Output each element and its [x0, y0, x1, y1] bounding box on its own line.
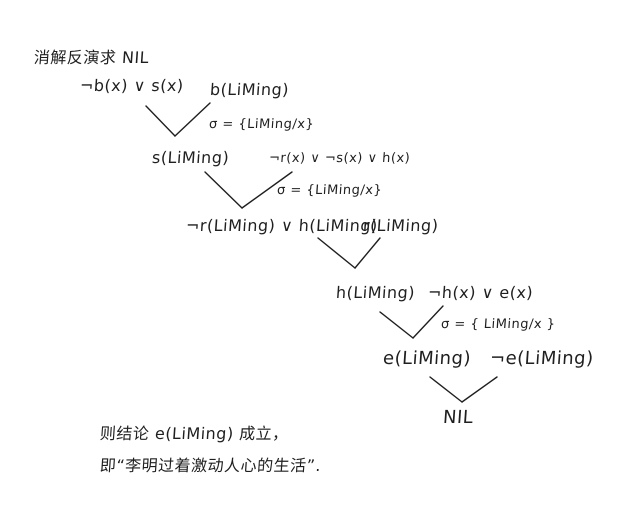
edge-c10-nil: [461, 376, 498, 403]
substitution-1: σ = {LiMing/x}: [208, 117, 315, 132]
nil-node: NIL: [442, 407, 475, 428]
clause-c5: ¬r(LiMing) ∨ h(LiMing): [185, 216, 379, 235]
edge-c9-nil: [429, 376, 463, 403]
edge-c1-c3: [145, 105, 176, 137]
substitution-2: σ = {LiMing/x}: [276, 183, 383, 198]
diagram-title: 消解反演求 NIL: [33, 48, 150, 67]
conclusion-line-1: 则结论 e(LiMing) 成立，: [99, 424, 290, 443]
conclusion-line-2: 即“李明过着激动人心的生活”.: [99, 456, 322, 475]
clause-c8: ¬h(x) ∨ e(x): [427, 283, 534, 302]
substitution-3: σ = { LiMing/x }: [440, 317, 556, 332]
clause-c10: ¬e(LiMing): [489, 348, 595, 369]
clause-c4: ¬r(x) ∨ ¬s(x) ∨ h(x): [268, 151, 411, 166]
edge-c8-c9: [412, 305, 444, 339]
edge-c3-c5: [204, 171, 243, 209]
clause-c1: ¬b(x) ∨ s(x): [79, 76, 185, 95]
clause-c7: h(LiMing): [335, 283, 416, 302]
edge-c5-c7: [317, 237, 356, 269]
clause-c2: b(LiMing): [209, 80, 290, 99]
edge-c2-c3: [174, 102, 211, 137]
clause-c6: r(LiMing): [362, 216, 440, 235]
clause-c9: e(LiMing): [382, 348, 472, 369]
clause-c3: s(LiMing): [151, 148, 230, 167]
edge-c4-c5: [241, 171, 293, 209]
edge-c7-c9: [379, 311, 414, 339]
edge-c6-c7: [354, 237, 381, 269]
